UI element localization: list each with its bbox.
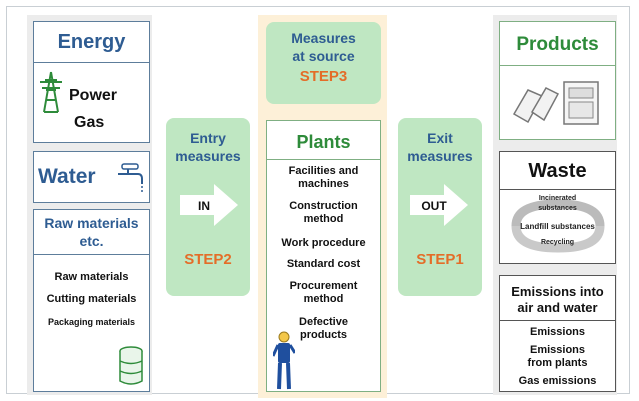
energy-title: Energy	[57, 31, 126, 53]
power-icon	[39, 70, 63, 114]
energy-item-power: Power	[69, 87, 118, 104]
exit-arrow-icon	[408, 181, 468, 229]
products-machines-icon	[510, 72, 606, 132]
faucet-icon	[114, 160, 144, 194]
entry-label-line2: measures	[175, 148, 241, 164]
products-divider	[500, 65, 615, 66]
barrel-icon	[118, 346, 144, 386]
waste-item-landfill: Landfill substances	[520, 222, 595, 231]
waste-title: Waste	[528, 160, 587, 182]
waste-item-incinerated-line1: Incinerated	[538, 195, 577, 202]
plants-box: Plants Facilities and machines Construct…	[266, 120, 381, 392]
entry-label-line1: Entry	[190, 130, 226, 146]
waste-item-incinerated-line2: substances	[538, 205, 577, 212]
plants-title: Plants	[296, 132, 351, 152]
worker-icon	[271, 331, 297, 391]
raw-materials-item-0: Raw materials	[54, 271, 129, 283]
plants-item-procurement-line1: Procurement	[289, 280, 358, 292]
measures-source-line2: at source	[292, 48, 355, 64]
raw-materials-title-line2: etc.	[79, 233, 104, 249]
plants-item-construction-line1: Construction	[289, 200, 358, 212]
plants-item-facilities-line1: Facilities and	[288, 165, 359, 177]
emissions-divider	[500, 320, 615, 321]
raw-materials-divider	[34, 254, 149, 255]
emissions-item-0: Emissions	[529, 326, 586, 338]
raw-materials-title-line1: Raw materials	[44, 215, 139, 231]
raw-materials-item-1: Cutting materials	[46, 293, 137, 305]
plants-item-procurement-line2: method	[303, 293, 344, 305]
emissions-title-line2: air and water	[517, 300, 598, 315]
energy-box: Energy Power Gas	[33, 21, 150, 143]
energy-item-gas: Gas	[74, 114, 105, 131]
plants-item-defective-line2: products	[299, 329, 348, 341]
raw-materials-item-2: Packaging materials	[47, 317, 136, 327]
entry-arrow-label: IN	[198, 199, 210, 213]
emissions-item-1: Emissions	[529, 344, 586, 356]
waste-box: Waste Incinerated substances Landfill su…	[499, 151, 616, 264]
plants-divider	[267, 159, 380, 160]
exit-label-line1: Exit	[427, 130, 453, 146]
products-box: Products	[499, 21, 616, 140]
energy-divider	[34, 62, 149, 63]
entry-arrow-icon	[178, 181, 238, 229]
plants-item-work-procedure: Work procedure	[281, 237, 366, 249]
emissions-title-line1: Emissions into	[511, 284, 604, 299]
exit-step: STEP1	[416, 251, 464, 268]
plants-item-facilities-line2: machines	[298, 178, 349, 190]
entry-measures-panel: Entry measures IN STEP2	[166, 118, 250, 296]
exit-label-line2: measures	[407, 148, 473, 164]
exit-arrow-label: OUT	[421, 199, 447, 213]
water-title: Water	[38, 165, 96, 188]
waste-divider	[500, 189, 615, 190]
plants-item-construction-line2: method	[303, 213, 344, 225]
waste-cycle-icon	[506, 196, 610, 256]
emissions-box: Emissions into air and water Emissions E…	[499, 275, 616, 392]
emissions-item-3: Gas emissions	[518, 375, 597, 387]
emissions-item-2: from plants	[527, 357, 588, 369]
waste-item-recycling: Recycling	[540, 239, 575, 246]
measures-at-source-panel: Measures at source STEP3	[266, 22, 381, 104]
center-step: STEP3	[299, 68, 348, 85]
products-title: Products	[516, 34, 599, 55]
exit-measures-panel: Exit measures OUT STEP1	[398, 118, 482, 296]
water-box: Water	[33, 151, 150, 203]
entry-step: STEP2	[184, 251, 232, 268]
measures-source-line1: Measures	[291, 30, 356, 46]
plants-item-defective-line1: Defective	[299, 316, 348, 328]
plants-item-standard-cost: Standard cost	[286, 258, 361, 270]
raw-materials-box: Raw materials etc. Raw materials Cutting…	[33, 209, 150, 392]
